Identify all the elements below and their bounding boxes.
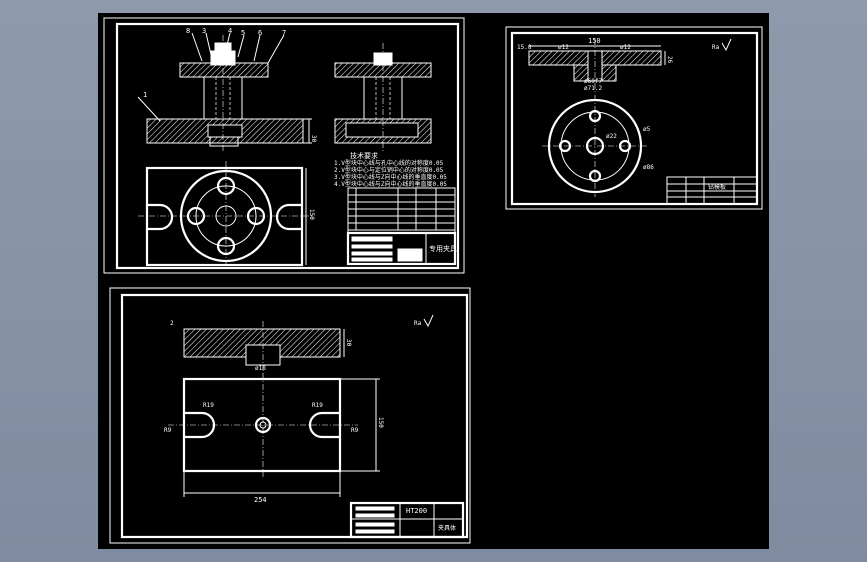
sheet-2-section-view: 150 15.8 ø12 ø12 26 ø60f7 ø71.2 Ra [517,37,732,93]
sheet-3-inner-border [120,293,469,539]
sheet-1-plan-view: 150 [138,161,315,271]
dim-r19-right: R19 [312,402,323,409]
leader-6 [253,34,261,62]
sheet-1-inner-border [115,22,460,270]
dim-r9-left: R9 [164,427,172,434]
material-code: HT200 [406,507,427,515]
plan-base-outline [145,166,304,267]
sheet-1-assembly-drawing: 1 8 3 4 5 6 7 30 [103,17,465,274]
part-number-8: 8 [186,27,190,35]
callout-1: 1 [143,91,147,99]
title-block-stamp [397,248,423,262]
dim-r19-left: R19 [203,402,214,409]
part-number-6: 6 [258,29,262,37]
sheet-1-technical-requirements: 技术要求 1.V型块中心线与孔中心线的对称度0.05 2.V型块中心与定位销中心… [334,151,447,188]
tech-note-2: 2.V型块中心与定位销中心的对称度0.05 [334,166,444,174]
sheet-1-side-section-view [334,43,432,153]
mark-2: 2 [170,320,174,327]
sheet-1-parts-list: 专用夹具 [346,187,457,266]
dim-26: 26 [666,56,673,64]
sheet-2-outer-border [505,26,763,210]
dim-thickness: 30 [345,339,352,347]
dim-dia-22: ø22 [606,133,617,140]
leader-8 [191,32,203,62]
part-number-3: 3 [202,27,206,35]
body-right-u-slot [308,411,340,439]
leader-1 [137,96,161,122]
dim-150: 150 [588,37,601,45]
sheet-3-section-view: 2 30 ø18 Ra [170,314,434,375]
left-u-slot [147,203,174,231]
dim-15-8: 15.8 [517,44,532,51]
dim-dia-60f7: ø60f7 [584,78,602,85]
dim-height-150: 150 [377,417,384,428]
leader-5 [237,34,245,58]
part-number-7: 7 [282,29,286,37]
roughness-symbol-3 [423,314,434,328]
sheet-3-outer-border [109,287,471,544]
part-number-4: 4 [228,27,232,35]
dim-dia-71-2: ø71.2 [584,85,602,92]
dim-dia-12-left: ø12 [558,44,569,51]
leader-7 [267,34,285,64]
tech-note-1: 1.V型块中心线与孔中心线的对称度0.05 [334,159,444,167]
tech-requirements-title: 技术要求 [350,151,378,160]
dim-length-254: 254 [254,496,267,504]
sheet-2-title-block: 钻模板 [666,176,758,205]
locating-pin-bottom [209,136,239,147]
roughness-mark: Ra [712,44,720,51]
tech-note-3: 3.V型块中心线与Z向中心线的垂直度0.05 [334,173,447,181]
plan-dim-width: 150 [308,209,315,220]
cad-drawing-svg: 1 8 3 4 5 6 7 30 [103,17,763,544]
roughness-symbol [721,38,732,52]
cad-drawing-canvas: 1 8 3 4 5 6 7 30 [98,13,769,549]
sheet-1-title: 专用夹具 [429,244,457,253]
dim-height-label: 30 [310,135,317,143]
sheet-2-drill-plate-drawing: 150 15.8 ø12 ø12 26 ø60f7 ø71.2 Ra ø5 ø2… [505,26,763,210]
base-pocket [207,124,243,138]
dim-dia-5: ø5 [643,126,651,133]
sheet-2-inner-border [510,31,759,206]
sheet-1-front-section-view: 1 8 3 4 5 6 7 30 [137,27,317,153]
sheet-3-fixture-body-drawing: 2 30 ø18 Ra R19 R19 R9 R9 150 [109,287,471,544]
side-base-recess [345,122,419,138]
sheet-3-title: 夹具体 [438,524,456,532]
leader-3 [205,32,213,60]
sheet-3-title-frame [349,501,465,539]
dim-r9-right: R9 [351,427,359,434]
title-block-frame [346,231,457,266]
sheet-3-plan-view: R19 R19 R9 R9 150 254 [164,373,384,504]
dim-dia-12-right: ø12 [620,44,631,51]
roughness-mark-3: Ra [414,320,422,327]
dim-dia-86: ø86 [643,164,654,171]
sheet-2-plan-view: ø5 ø22 ø86 [542,95,654,197]
sheet-3-title-block: HT200 夹具体 [349,501,465,539]
part-number-5: 5 [241,29,245,37]
sheet-2-title: 钻模板 [708,183,726,191]
dim-bore: ø18 [255,365,266,372]
sheet-1-outer-border [103,17,465,274]
tech-note-4: 4.V型块中心线与Z向中心线的垂直度0.05 [334,180,447,188]
leader-4 [225,32,231,50]
right-u-slot [275,203,302,231]
